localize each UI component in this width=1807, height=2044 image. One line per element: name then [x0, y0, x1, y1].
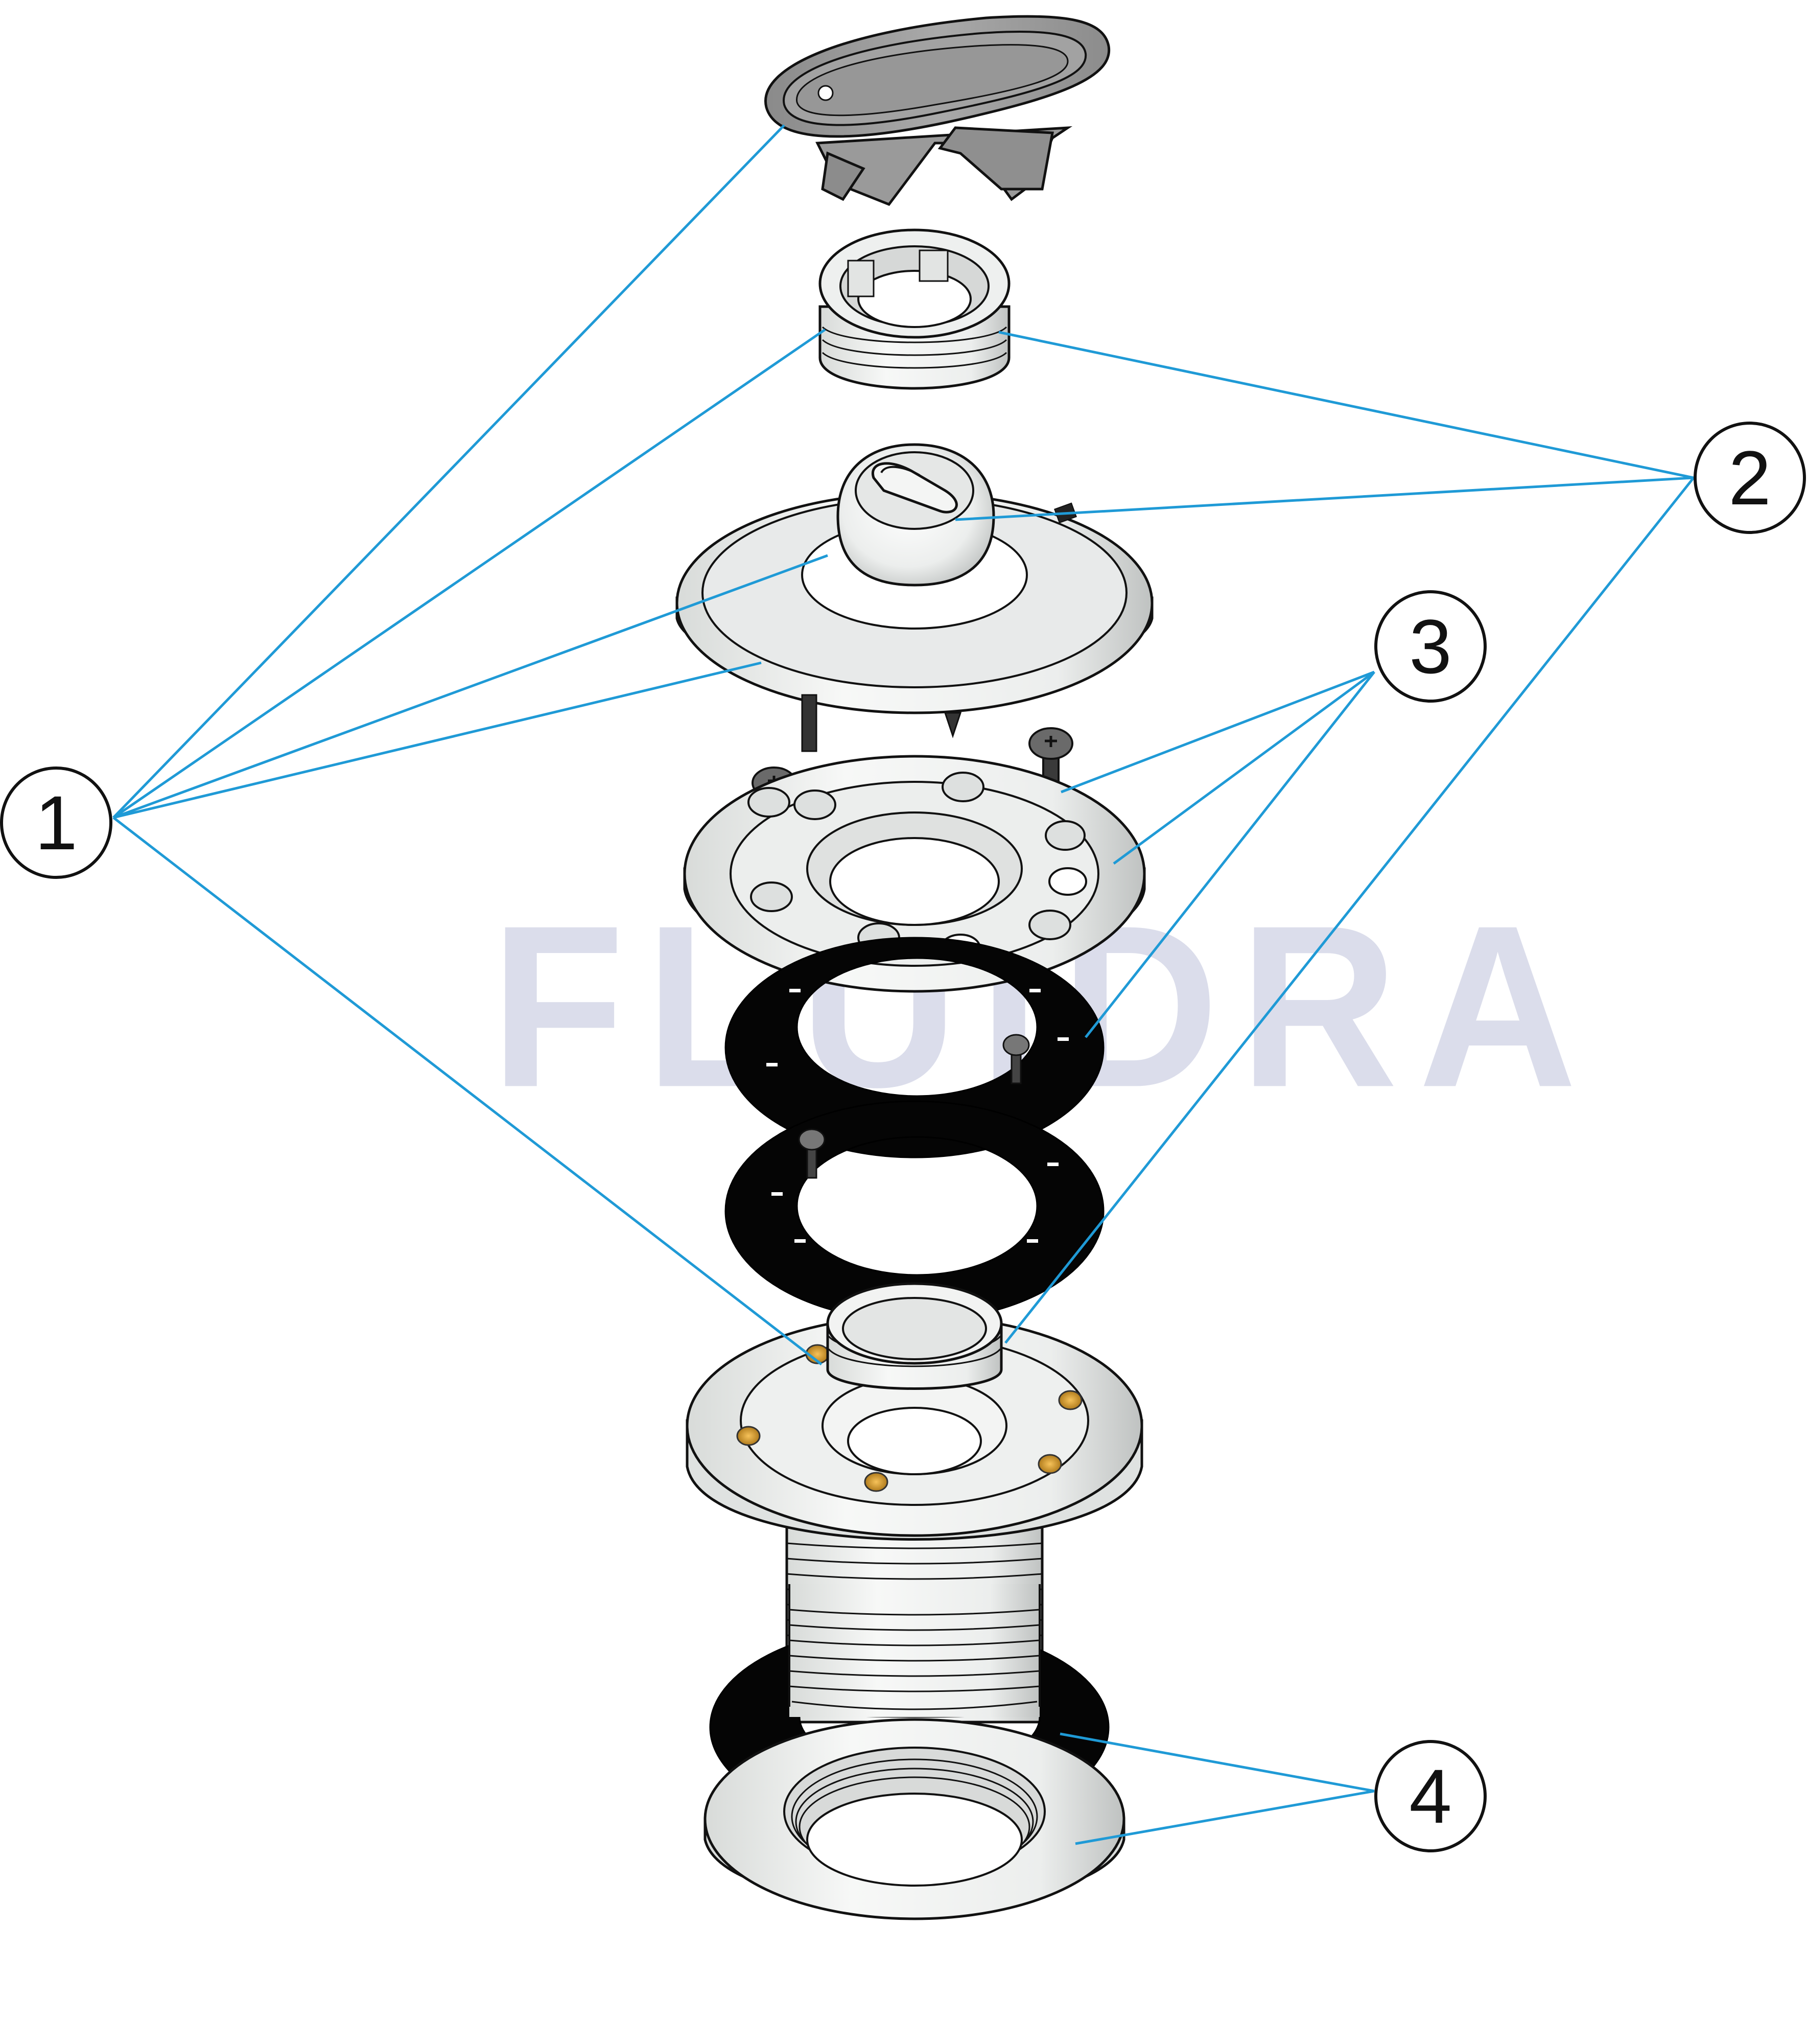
callout-1-label: 1 [35, 780, 78, 866]
eyeball-faceplate [675, 443, 1154, 752]
callout-3-label: 3 [1409, 603, 1452, 689]
leader-lines [112, 124, 1695, 1845]
lock-nut [703, 1718, 1125, 1920]
callout-4-label: 4 [1409, 1753, 1452, 1839]
callout-2: 2 [1694, 422, 1806, 534]
callout-2-label: 2 [1728, 435, 1771, 521]
clamping-flange [683, 755, 1146, 993]
threaded-adapter-ring [818, 228, 1011, 390]
callout-1: 1 [0, 766, 112, 879]
callout-4: 4 [1374, 1740, 1487, 1852]
lower-black-gasket [724, 1100, 1105, 1322]
callout-3: 3 [1374, 590, 1487, 703]
oval-cover-grille [764, 15, 1111, 206]
